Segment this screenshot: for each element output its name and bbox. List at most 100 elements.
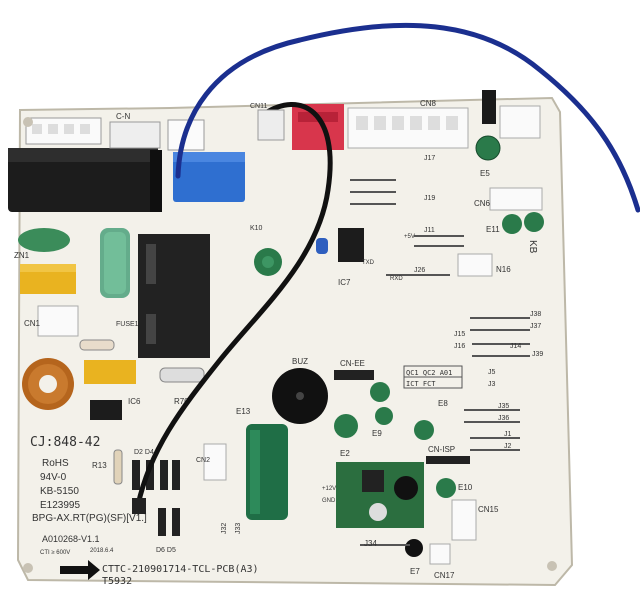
header-cn-isp: CN-ISP	[426, 445, 470, 464]
j33-label: J33	[235, 523, 242, 534]
j11-label: J11	[424, 227, 435, 234]
cn-ee-label: CN-EE	[340, 359, 365, 368]
e8-label: E8	[438, 399, 448, 408]
cn17-label: CN17	[434, 571, 455, 580]
capacitor-e13: E13	[236, 407, 288, 520]
pcb-name-label: BPG-AX.RT(PG)(SF)[V1.]	[32, 513, 147, 524]
rxd-label: RXD	[390, 276, 403, 282]
j3-label: J3	[488, 381, 496, 388]
kb-code-label: KB-5150	[40, 486, 79, 497]
capacitor-e7	[405, 539, 423, 557]
e10-label: E10	[458, 483, 473, 492]
red-connector	[292, 104, 344, 150]
ic6-label: IC6	[128, 397, 141, 406]
mounting-hole-1	[23, 563, 33, 573]
e11-label: E11	[486, 225, 500, 234]
connector-cn6	[489, 187, 543, 211]
e7-label: E7	[410, 567, 420, 576]
j14-label: J14	[510, 343, 521, 350]
rohs-label: RoHS	[42, 458, 69, 469]
diodes-d6-d5: D6 D5	[156, 508, 180, 554]
connector-cn1	[37, 305, 79, 337]
yellow-capacitor-2	[84, 360, 136, 384]
j37-label: J37	[530, 323, 541, 330]
cn6-label: CN6	[474, 199, 491, 208]
connector-cn17	[429, 543, 451, 565]
fuse1-label: FUSE1	[116, 321, 139, 328]
e9-label: E9	[372, 429, 382, 438]
black-switch	[482, 90, 496, 124]
blue-relay	[173, 152, 245, 202]
resistor-r13	[113, 449, 123, 485]
qc-row1: QC1 QC2 A01	[406, 369, 452, 377]
resistor-r1	[79, 339, 115, 351]
k10-label: K10	[250, 225, 263, 232]
j19-label: J19	[424, 195, 435, 202]
black-wire-end	[132, 498, 146, 514]
cn-nc-label: C-N	[116, 112, 130, 121]
resistor-r70	[159, 367, 205, 383]
jumpers	[350, 179, 530, 546]
connector-cn15	[451, 499, 477, 541]
d2d4-label: D2 D4	[134, 449, 154, 456]
yellow-capacitor-1	[20, 264, 76, 294]
j35-label: J35	[498, 403, 509, 410]
capacitor-e5: E5	[475, 135, 501, 178]
j17-label: J17	[424, 155, 435, 162]
n16-label: N16	[496, 265, 511, 274]
r70-label: R70	[174, 397, 189, 406]
connector-cn2	[203, 443, 227, 481]
ic6	[90, 400, 122, 420]
j1-label: J1	[504, 431, 512, 438]
connector-cn8: CN8	[347, 99, 469, 149]
blue-wire	[175, 22, 640, 213]
r13-label: R13	[92, 461, 107, 470]
connector-cn-n: C-N	[109, 112, 161, 149]
black-wire	[135, 102, 333, 508]
e5-label: E5	[480, 169, 490, 178]
flammability-label: 94V-0	[40, 472, 67, 483]
dcdc-module	[336, 462, 424, 528]
cn11-label: CN11	[250, 103, 267, 110]
varistor-zn1: ZN1	[14, 228, 70, 260]
black-relay	[138, 234, 210, 358]
capacitors-mid: E2 E9 E8	[334, 382, 448, 458]
ul-code-label: E123995	[40, 500, 80, 511]
capacitor-e10	[436, 478, 456, 498]
j16-label: J16	[454, 343, 465, 350]
j2-label: J2	[504, 443, 512, 450]
j36-label: J36	[498, 415, 509, 422]
buzzer-label: BUZ	[292, 357, 308, 366]
cn1-label: CN1	[24, 319, 41, 328]
blue-capacitor	[316, 238, 328, 254]
mounting-hole-2	[547, 561, 557, 571]
connector-top-left	[25, 117, 102, 145]
ic7-label: IC7	[338, 278, 351, 287]
zn1-label: ZN1	[14, 251, 30, 260]
date-label: 2018.6.4	[90, 548, 114, 554]
connector-right-top	[499, 105, 541, 139]
cn8-label: CN8	[420, 99, 437, 108]
capacitor-center	[254, 248, 282, 276]
j38-label: J38	[530, 311, 541, 318]
txd-label: TXD	[362, 260, 375, 266]
assembly-label: A010268-V1.1	[42, 534, 100, 544]
rating-label: CTI ≥ 600V	[40, 550, 70, 556]
j26-label: J26	[414, 267, 425, 274]
j32-label: J32	[221, 523, 228, 534]
plus12v-label: +12V	[322, 486, 336, 492]
j39-label: J39	[532, 351, 543, 358]
ic7	[338, 228, 364, 262]
buzzer: BUZ	[272, 357, 328, 424]
j5-label: J5	[488, 369, 496, 376]
kb-watermark: KB	[527, 240, 538, 254]
diodes-d2-d4: D2 D4	[132, 449, 180, 490]
black-wire-plug	[257, 109, 285, 141]
part-number-label: CTTC-210901714-TCL-PCB(A3)	[102, 564, 259, 575]
j15-label: J15	[454, 331, 465, 338]
e2-label: E2	[340, 449, 350, 458]
plus5v-label: +5V	[404, 234, 415, 240]
board-marking-large: CJ:848-42	[30, 435, 100, 450]
fuse-cylinder: FUSE1	[100, 228, 139, 328]
